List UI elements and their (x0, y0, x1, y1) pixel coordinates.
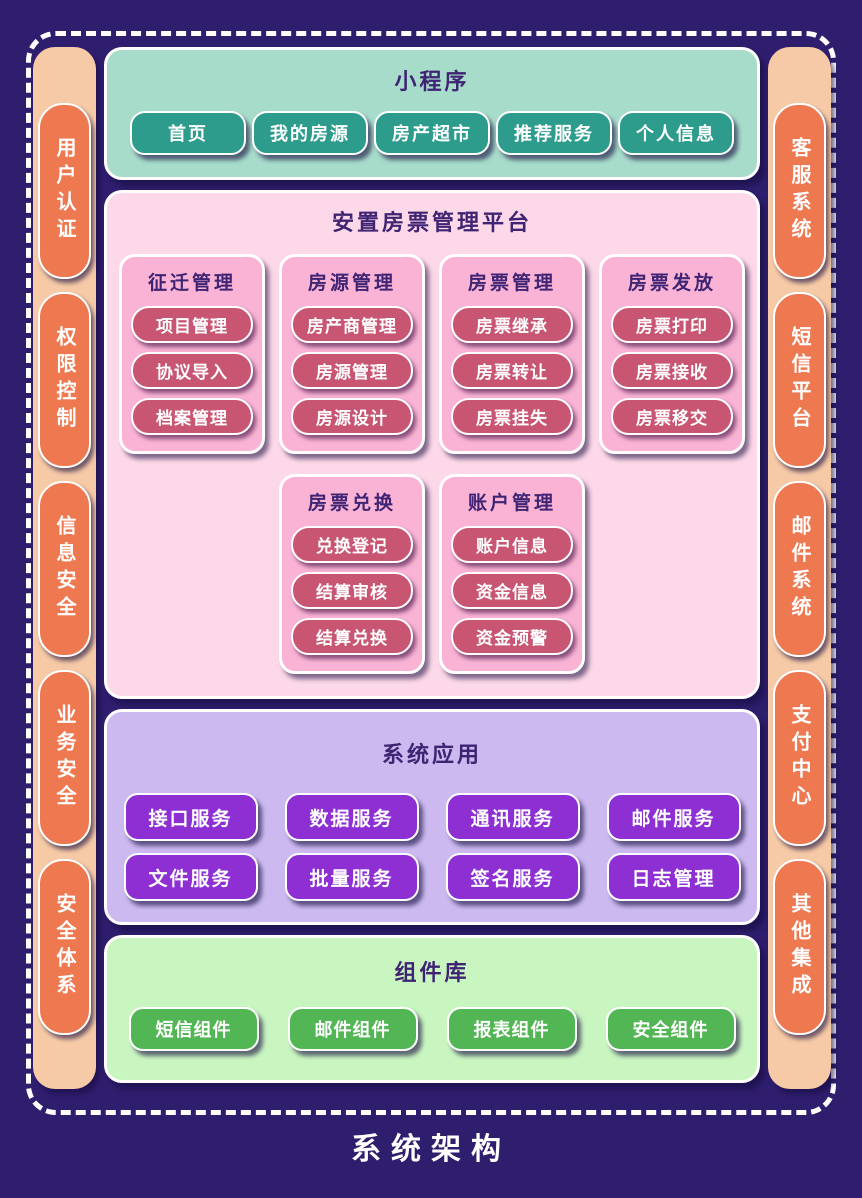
mini-block-recommend-service: 推荐服务 (496, 111, 612, 155)
block-data-service: 数据服务 (284, 793, 419, 841)
platform-cards-row2: 房票兑换 兑换登记 结算审核 结算兑换 账户管理 账户信息 资金信息 资金预警 (107, 474, 757, 674)
system-apps-grid: 接口服务 数据服务 通讯服务 邮件服务 文件服务 批量服务 签名服务 日志管理 (107, 793, 757, 901)
center-column: 小程序 首页 我的房源 房产超市 推荐服务 个人信息 安置房票管理平台 征迁管理… (104, 47, 760, 1083)
page-title: 系统架构 (351, 1133, 511, 1166)
block-ticket-handover: 房票移交 (611, 398, 733, 435)
rail-pill-payment-center: 支付中心 (773, 670, 826, 846)
rail-pill-other-integration: 其他集成 (773, 859, 826, 1035)
right-rail: 客服系统 短信平台 邮件系统 支付中心 其他集成 (768, 47, 831, 1089)
block-developer-mgmt: 房产商管理 (291, 306, 413, 343)
block-ticket-transfer: 房票转让 (451, 352, 573, 389)
block-sms-component: 短信组件 (128, 1007, 259, 1051)
rail-pill-business-security: 业务安全 (38, 670, 91, 846)
block-mail-component: 邮件组件 (287, 1007, 418, 1051)
rail-pill-customer-service: 客服系统 (773, 103, 826, 279)
block-ticket-loss: 房票挂失 (451, 398, 573, 435)
left-rail: 用户认证 权限控制 信息安全 业务安全 安全体系 (33, 47, 96, 1089)
card-ticket-mgmt: 房票管理 房票继承 房票转让 房票挂失 (439, 254, 585, 454)
components-title: 组件库 (394, 960, 470, 985)
mini-program-panel: 小程序 首页 我的房源 房产超市 推荐服务 个人信息 (104, 47, 760, 180)
dashed-frame (26, 31, 836, 1115)
block-exchange-register: 兑换登记 (291, 526, 413, 563)
mini-block-housing-market: 房产超市 (374, 111, 490, 155)
block-ticket-print: 房票打印 (611, 306, 733, 343)
card-title: 账户管理 (467, 493, 556, 514)
block-log-mgmt: 日志管理 (606, 853, 741, 901)
mini-block-home: 首页 (130, 111, 246, 155)
block-ticket-receive: 房票接收 (611, 352, 733, 389)
block-settlement-exchange: 结算兑换 (291, 618, 413, 655)
block-ticket-inherit: 房票继承 (451, 306, 573, 343)
mini-block-my-housing: 我的房源 (252, 111, 368, 155)
card-account-mgmt: 账户管理 账户信息 资金信息 资金预警 (439, 474, 585, 674)
card-title: 房源管理 (307, 273, 396, 294)
mini-program-row: 首页 我的房源 房产超市 推荐服务 个人信息 (107, 111, 757, 155)
block-housing-design: 房源设计 (291, 398, 413, 435)
block-housing-source-mgmt: 房源管理 (291, 352, 413, 389)
block-comm-service: 通讯服务 (445, 793, 580, 841)
card-title: 房票发放 (627, 273, 716, 294)
card-title: 房票管理 (467, 273, 556, 294)
block-report-component: 报表组件 (446, 1007, 577, 1051)
card-title: 征迁管理 (147, 273, 236, 294)
block-batch-service: 批量服务 (284, 853, 419, 901)
rail-pill-user-auth: 用户认证 (38, 103, 91, 279)
block-agreement-import: 协议导入 (131, 352, 253, 389)
diagram-content: 用户认证 权限控制 信息安全 业务安全 安全体系 小程序 首页 我的房源 房产超… (33, 47, 831, 1089)
block-mail-service: 邮件服务 (606, 793, 741, 841)
rail-pill-info-security: 信息安全 (38, 481, 91, 657)
block-fund-info: 资金信息 (451, 572, 573, 609)
block-signature-service: 签名服务 (445, 853, 580, 901)
system-apps-panel: 系统应用 接口服务 数据服务 通讯服务 邮件服务 文件服务 批量服务 签名服务 … (104, 709, 760, 925)
block-account-info: 账户信息 (451, 526, 573, 563)
components-row: 短信组件 邮件组件 报表组件 安全组件 (107, 1007, 757, 1051)
rail-pill-security-system: 安全体系 (38, 859, 91, 1035)
card-housing-mgmt: 房源管理 房产商管理 房源管理 房源设计 (279, 254, 425, 454)
components-panel: 组件库 短信组件 邮件组件 报表组件 安全组件 (104, 935, 760, 1083)
card-relocation-mgmt: 征迁管理 项目管理 协议导入 档案管理 (119, 254, 265, 454)
block-interface-service: 接口服务 (123, 793, 258, 841)
mini-block-personal-info: 个人信息 (618, 111, 734, 155)
platform-title: 安置房票管理平台 (331, 210, 532, 235)
block-settlement-audit: 结算审核 (291, 572, 413, 609)
rail-pill-permission-control: 权限控制 (38, 292, 91, 468)
rail-pill-sms-platform: 短信平台 (773, 292, 826, 468)
rail-pill-mail-system: 邮件系统 (773, 481, 826, 657)
platform-cards-row1: 征迁管理 项目管理 协议导入 档案管理 房源管理 房产商管理 房源管理 房源设计… (107, 254, 757, 454)
platform-panel: 安置房票管理平台 征迁管理 项目管理 协议导入 档案管理 房源管理 房产商管理 … (104, 190, 760, 699)
block-fund-alert: 资金预警 (451, 618, 573, 655)
block-archive-mgmt: 档案管理 (131, 398, 253, 435)
block-project-mgmt: 项目管理 (131, 306, 253, 343)
card-ticket-issue: 房票发放 房票打印 房票接收 房票移交 (599, 254, 745, 454)
mini-program-title: 小程序 (394, 69, 470, 94)
block-security-component: 安全组件 (605, 1007, 736, 1051)
card-ticket-exchange: 房票兑换 兑换登记 结算审核 结算兑换 (279, 474, 425, 674)
system-apps-title: 系统应用 (381, 742, 482, 767)
block-file-service: 文件服务 (123, 853, 258, 901)
card-title: 房票兑换 (307, 493, 396, 514)
